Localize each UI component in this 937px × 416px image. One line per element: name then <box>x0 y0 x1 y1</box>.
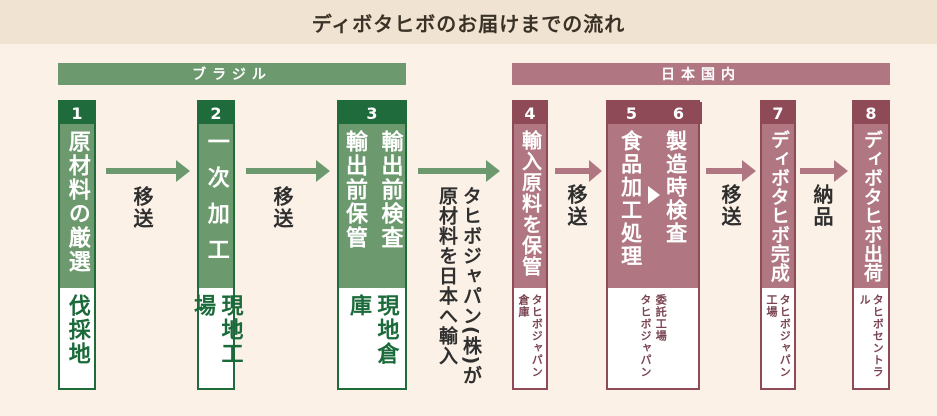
step-body: 食品加工処理 製造時検査 <box>608 124 698 288</box>
step-body: ディボタヒボ完成 <box>762 124 794 288</box>
step-text-col-1: 輸出前保管 <box>342 130 367 250</box>
arrow-shaft-2 <box>246 168 316 174</box>
step-2: 2 一次加工 現地工場 <box>190 100 243 390</box>
step-5-6: 5 6 食品加工処理 製造時検査 タヒボジャパン 委託工場 <box>606 100 702 390</box>
step-body: 原材料の厳選 <box>60 124 94 288</box>
step-location-text: 伐採地 <box>64 294 90 366</box>
step-8: 8 ディボタヒボ出荷 タヒボセントラル <box>852 100 890 390</box>
step-location-line-2: 委託工場 <box>654 294 668 342</box>
step-number: 2 <box>199 102 233 124</box>
step-number: 8 <box>854 102 888 124</box>
region-japan-label: 日本国内 <box>661 67 741 83</box>
step-1: 1 原材料の厳選 伐採地 <box>58 100 96 390</box>
step-text-5: 食品加工処理 <box>618 130 643 268</box>
step-location: 現地倉庫 <box>339 288 405 388</box>
step-location-text: タヒボジャパン工場 <box>765 294 792 378</box>
connector-label-move-1: 移送 <box>130 186 154 230</box>
step-body: 一次加工 <box>199 124 233 288</box>
region-brazil-label: ブラジル <box>192 67 272 83</box>
inner-arrow-5-to-6 <box>648 186 660 204</box>
connector-label-import-line-2: 原材料を日本へ輸入 <box>436 186 458 366</box>
step-location: タヒボジャパン倉庫 <box>514 288 546 388</box>
arrow-shaft-6 <box>800 168 834 174</box>
step-location-text: 現地倉庫 <box>346 294 399 366</box>
step-number: 7 <box>762 102 794 124</box>
region-brazil: ブラジル <box>58 63 406 85</box>
step-location: タヒボセントラル <box>854 288 888 388</box>
connector-label-deliver: 納品 <box>810 184 834 228</box>
step-location: タヒボジャパン工場 <box>762 288 794 388</box>
step-location: タヒボジャパン 委託工場 <box>608 288 698 388</box>
connector-label-move-4: 移送 <box>718 184 742 228</box>
step-body: ディボタヒボ出荷 <box>854 124 888 288</box>
step-number: 1 <box>60 102 94 124</box>
step-7: 7 ディボタヒボ完成 タヒボジャパン工場 <box>760 100 796 390</box>
step-body: 輸出前保管 輸出前検査 <box>339 124 405 288</box>
step-text: ディボタヒボ出荷 <box>860 130 883 282</box>
arrow-head-6 <box>834 160 848 182</box>
step-number-6: 6 <box>655 102 702 124</box>
arrow-shaft-3 <box>418 168 486 174</box>
step-text-6: 製造時検査 <box>663 130 688 245</box>
step-number: 3 <box>339 102 405 124</box>
arrow-head-2 <box>316 160 330 182</box>
step-number-5: 5 <box>608 102 655 124</box>
step-text: 一次加工 <box>203 130 229 274</box>
step-text: 原材料の厳選 <box>64 130 90 274</box>
step-4: 4 輸入原料を保管 タヒボジャパン倉庫 <box>512 100 548 390</box>
connector-label-import-line-1: タヒボジャパン(株)が <box>460 186 482 386</box>
region-japan: 日本国内 <box>512 63 890 85</box>
step-text-col-2: 輸出前検査 <box>377 130 403 250</box>
step-3: 3 輸出前保管 輸出前検査 現地倉庫 <box>337 100 407 390</box>
arrow-shaft-1 <box>106 168 176 174</box>
step-location-text: タヒボジャパン倉庫 <box>517 294 544 378</box>
step-location: 伐採地 <box>60 288 94 388</box>
step-text: ディボタヒボ完成 <box>767 130 790 282</box>
step-location-text: タヒボセントラル <box>858 294 885 378</box>
arrow-shaft-4 <box>555 168 589 174</box>
connector-label-move-3: 移送 <box>564 184 588 228</box>
step-number: 4 <box>514 102 546 124</box>
step-body: 輸入原料を保管 <box>514 124 546 288</box>
arrow-head-1 <box>176 160 190 182</box>
step-location-text: 現地工場 <box>190 294 243 366</box>
page-title: ディボタヒボのお届けまでの流れ <box>0 0 937 44</box>
step-text: 輸入原料を保管 <box>518 130 543 277</box>
step-location: 現地工場 <box>190 288 243 388</box>
connector-label-move-2: 移送 <box>270 186 294 230</box>
arrow-head-5 <box>742 160 756 182</box>
step-location-line-1: タヒボジャパン <box>639 294 652 378</box>
arrow-head-4 <box>589 160 602 182</box>
arrow-shaft-5 <box>706 168 742 174</box>
arrow-head-3 <box>486 160 500 182</box>
